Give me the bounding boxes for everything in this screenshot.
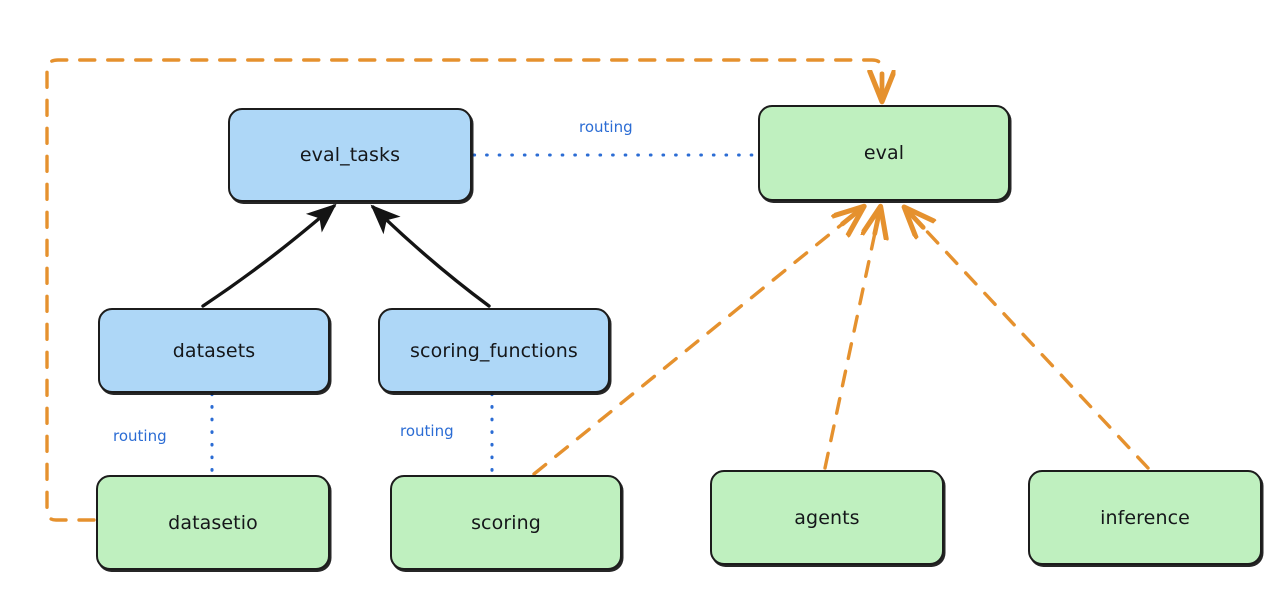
edge-label-routing-scoring: routing — [397, 422, 457, 440]
node-eval-tasks[interactable]: eval_tasks — [228, 108, 472, 202]
node-label-eval-tasks: eval_tasks — [299, 144, 401, 166]
node-label-scoring: scoring — [471, 511, 541, 534]
node-label-inference: inference — [1100, 506, 1190, 529]
node-label-datasetio: datasetio — [168, 511, 258, 534]
node-inference[interactable]: inference — [1028, 470, 1262, 565]
node-scoring[interactable]: scoring — [390, 475, 622, 570]
node-eval[interactable]: eval — [758, 105, 1010, 201]
node-label-agents: agents — [794, 506, 860, 529]
edge-scoring-functions-to-eval-tasks — [370, 204, 491, 308]
edge-label-routing-datasetio: routing — [110, 427, 170, 445]
node-label-eval: eval — [863, 142, 905, 164]
node-label-scoring-functions: scoring_functions — [410, 339, 578, 362]
edge-inference-to-eval — [906, 209, 1150, 470]
edge-datasets-to-eval-tasks — [201, 203, 337, 308]
edge-label-routing-eval: routing — [576, 118, 636, 136]
node-scoring-functions[interactable]: scoring_functions — [378, 308, 610, 393]
edge-agents-to-eval — [823, 209, 880, 470]
node-datasetio[interactable]: datasetio — [96, 475, 330, 570]
node-agents[interactable]: agents — [710, 470, 944, 565]
node-datasets[interactable]: datasets — [98, 308, 330, 393]
node-label-datasets: datasets — [172, 339, 256, 362]
